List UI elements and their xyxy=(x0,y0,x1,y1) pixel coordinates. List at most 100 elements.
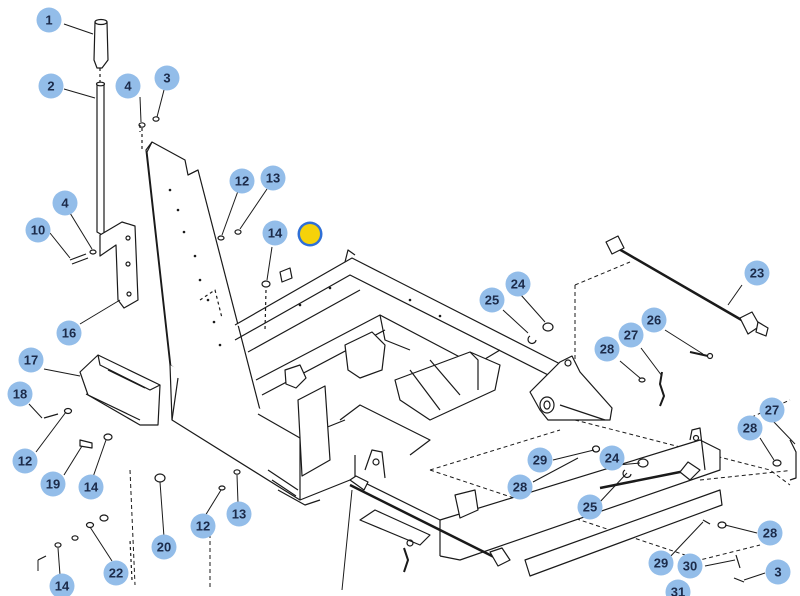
callout-label: 26 xyxy=(647,313,661,328)
callout-28: 28 xyxy=(757,520,783,546)
callout-label: 16 xyxy=(62,326,76,341)
callout-10: 10 xyxy=(25,217,51,243)
callout-24: 24 xyxy=(599,445,625,471)
callout-17: 17 xyxy=(18,347,44,373)
callout-circle xyxy=(759,397,785,423)
callout-circle xyxy=(757,520,783,546)
callout-label: 23 xyxy=(750,266,764,281)
callout-circle xyxy=(744,260,770,286)
callout-circle xyxy=(599,445,625,471)
callout-28: 28 xyxy=(737,415,763,441)
callout-circle xyxy=(641,307,667,333)
callout-12: 12 xyxy=(12,448,38,474)
callout-label: 22 xyxy=(109,566,123,581)
callout-label: 28 xyxy=(763,526,777,541)
callout-label: 27 xyxy=(765,403,779,418)
callout-12: 12 xyxy=(190,513,216,539)
callout-label: 1 xyxy=(45,13,52,28)
callout-label: 29 xyxy=(654,556,668,571)
callout-27: 27 xyxy=(618,322,644,348)
callout-19: 19 xyxy=(40,471,66,497)
callout-23: 23 xyxy=(744,260,770,286)
callout-label: 14 xyxy=(84,480,99,495)
callout-26: 26 xyxy=(641,307,667,333)
callout-circle xyxy=(677,553,703,579)
callout-circle xyxy=(12,448,38,474)
callout-28: 28 xyxy=(594,336,620,362)
callout-label: 2 xyxy=(47,79,54,94)
callout-28: 28 xyxy=(507,474,533,500)
callout-circle xyxy=(52,190,78,216)
callout-label: 29 xyxy=(533,453,547,468)
callout-circle xyxy=(260,165,286,191)
frame-line-art xyxy=(37,18,797,590)
callout-label: 14 xyxy=(55,579,70,594)
callout-25: 25 xyxy=(577,494,603,520)
callout-label: 28 xyxy=(513,480,527,495)
callout-label: 3 xyxy=(163,71,170,86)
callout-circle xyxy=(262,220,288,246)
callout-circle xyxy=(154,65,180,91)
callout-label: 25 xyxy=(485,293,499,308)
leader-lines xyxy=(28,23,796,591)
callout-label: 3 xyxy=(774,565,781,580)
callout-label: 18 xyxy=(13,387,27,402)
callout-circle xyxy=(665,579,691,596)
callout-circle xyxy=(737,415,763,441)
callout-circle xyxy=(78,474,104,500)
callout-circle xyxy=(479,287,505,313)
callout-circle xyxy=(40,471,66,497)
callout-1: 1 xyxy=(36,7,62,33)
callout-13: 13 xyxy=(226,501,252,527)
callout-label: 30 xyxy=(683,559,697,574)
callout-label: 20 xyxy=(157,540,171,555)
callout-29: 29 xyxy=(527,447,553,473)
callout-label: 28 xyxy=(600,342,614,357)
callout-label: 24 xyxy=(605,451,620,466)
highlight-marker[interactable] xyxy=(297,221,323,247)
callout-circle xyxy=(648,550,674,576)
callout-circle xyxy=(765,559,791,585)
callout-18: 18 xyxy=(7,381,33,407)
callout-label: 12 xyxy=(18,454,32,469)
callout-4: 4 xyxy=(52,190,78,216)
callout-circle xyxy=(190,513,216,539)
callout-31: 31 xyxy=(665,579,691,596)
callout-label: 31 xyxy=(671,585,685,596)
callout-3: 3 xyxy=(154,65,180,91)
callout-circle xyxy=(594,336,620,362)
callout-circle xyxy=(505,271,531,297)
callout-circle xyxy=(49,573,75,596)
callout-label: 14 xyxy=(268,226,283,241)
callout-14: 14 xyxy=(262,220,288,246)
callout-label: 24 xyxy=(511,277,526,292)
callout-label: 13 xyxy=(232,507,246,522)
callout-label: 4 xyxy=(124,79,132,94)
callout-circle xyxy=(527,447,553,473)
callout-29: 29 xyxy=(648,550,674,576)
callout-14: 14 xyxy=(78,474,104,500)
callout-27: 27 xyxy=(759,397,785,423)
callout-circle xyxy=(18,347,44,373)
callout-label: 10 xyxy=(31,223,45,238)
callout-13: 13 xyxy=(260,165,286,191)
callout-circle xyxy=(618,322,644,348)
callout-circle xyxy=(56,320,82,346)
callout-circle xyxy=(36,7,62,33)
callout-4: 4 xyxy=(115,73,141,99)
callout-circle xyxy=(7,381,33,407)
callout-circle xyxy=(226,501,252,527)
callout-2: 2 xyxy=(38,73,64,99)
callout-label: 19 xyxy=(46,477,60,492)
callout-22: 22 xyxy=(103,560,129,586)
callout-circle xyxy=(25,217,51,243)
callout-circle xyxy=(507,474,533,500)
callout-circle xyxy=(38,73,64,99)
callout-circle xyxy=(229,168,255,194)
callout-circle xyxy=(115,73,141,99)
callout-label: 28 xyxy=(743,421,757,436)
callout-20: 20 xyxy=(151,534,177,560)
callout-16: 16 xyxy=(56,320,82,346)
